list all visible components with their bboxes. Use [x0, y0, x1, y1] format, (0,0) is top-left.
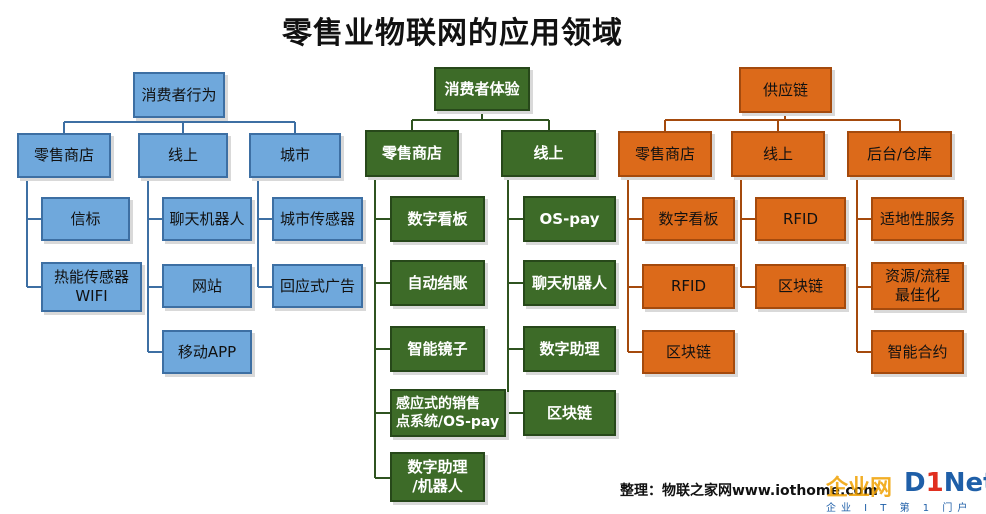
- sc-blockchain-store: 区块链: [642, 330, 735, 374]
- sc-adaptive-service: 适地性服务: [871, 197, 964, 241]
- ce-digital-signage: 数字看板: [390, 196, 485, 242]
- watermark-en-one: 1: [925, 468, 944, 498]
- supply-chain-connectors: [627, 113, 901, 353]
- cb-thermal-sensor-wifi: 热能传感器 WIFI: [41, 262, 142, 312]
- watermark-cn: 企业网: [826, 476, 893, 501]
- cb-mobile-app: 移动APP: [162, 330, 252, 374]
- ce-smart-mirror: 智能镜子: [390, 326, 485, 372]
- ce-retail-store: 零售商店: [365, 130, 459, 177]
- sc-online: 线上: [731, 131, 825, 177]
- supply-chain-root: 供应链: [739, 67, 832, 113]
- sc-resource-flow: 资源/流程 最佳化: [871, 262, 964, 310]
- consumer-behavior-connectors: [26, 118, 296, 353]
- cb-retail-store: 零售商店: [17, 133, 111, 178]
- ce-online: 线上: [501, 130, 596, 177]
- ce-digital-assistant: 数字助理: [523, 326, 616, 372]
- sc-retail-store: 零售商店: [618, 131, 712, 177]
- ce-blockchain: 区块链: [523, 390, 616, 436]
- watermark-en-suffix: Net: [943, 468, 986, 498]
- ce-chatbot: 聊天机器人: [523, 260, 616, 306]
- sc-digital-signage: 数字看板: [642, 197, 735, 241]
- ce-responsive-pos: 感应式的销售 点系统/OS-pay: [390, 389, 506, 437]
- watermark-logo: 企业网 D1Net 企业 I T 第 1 门户: [826, 468, 986, 514]
- cb-city-sensor: 城市传感器: [272, 197, 363, 241]
- sc-blockchain-online: 区块链: [755, 264, 846, 309]
- cb-online: 线上: [138, 133, 228, 178]
- consumer-experience-connectors: [374, 111, 550, 479]
- cb-website: 网站: [162, 264, 252, 308]
- ce-self-checkout: 自动结账: [390, 260, 485, 306]
- consumer-experience-root: 消费者体验: [434, 67, 530, 111]
- watermark-en-prefix: D: [904, 468, 926, 498]
- sc-rfid-online: RFID: [755, 197, 846, 241]
- sc-smart-contract: 智能合约: [871, 330, 964, 374]
- consumer-behavior-root: 消费者行为: [133, 72, 225, 118]
- watermark-sub: 企业 I T 第 1 门户: [826, 503, 973, 514]
- watermark-en: D1Net: [904, 468, 986, 498]
- ce-os-pay: OS-pay: [523, 196, 616, 242]
- sc-backend-warehouse: 后台/仓库: [847, 131, 952, 177]
- diagram-title: 零售业物联网的应用领域: [282, 16, 623, 51]
- cb-chatbot: 聊天机器人: [162, 197, 252, 241]
- sc-rfid-store: RFID: [642, 264, 735, 309]
- cb-responsive-ad: 回应式广告: [272, 264, 363, 308]
- credit-text: 整理：物联之家网www.iothome.com: [620, 483, 878, 499]
- cb-beacon: 信标: [41, 197, 130, 241]
- ce-digital-assistant-robot: 数字助理 /机器人: [390, 452, 485, 502]
- cb-city: 城市: [249, 133, 341, 178]
